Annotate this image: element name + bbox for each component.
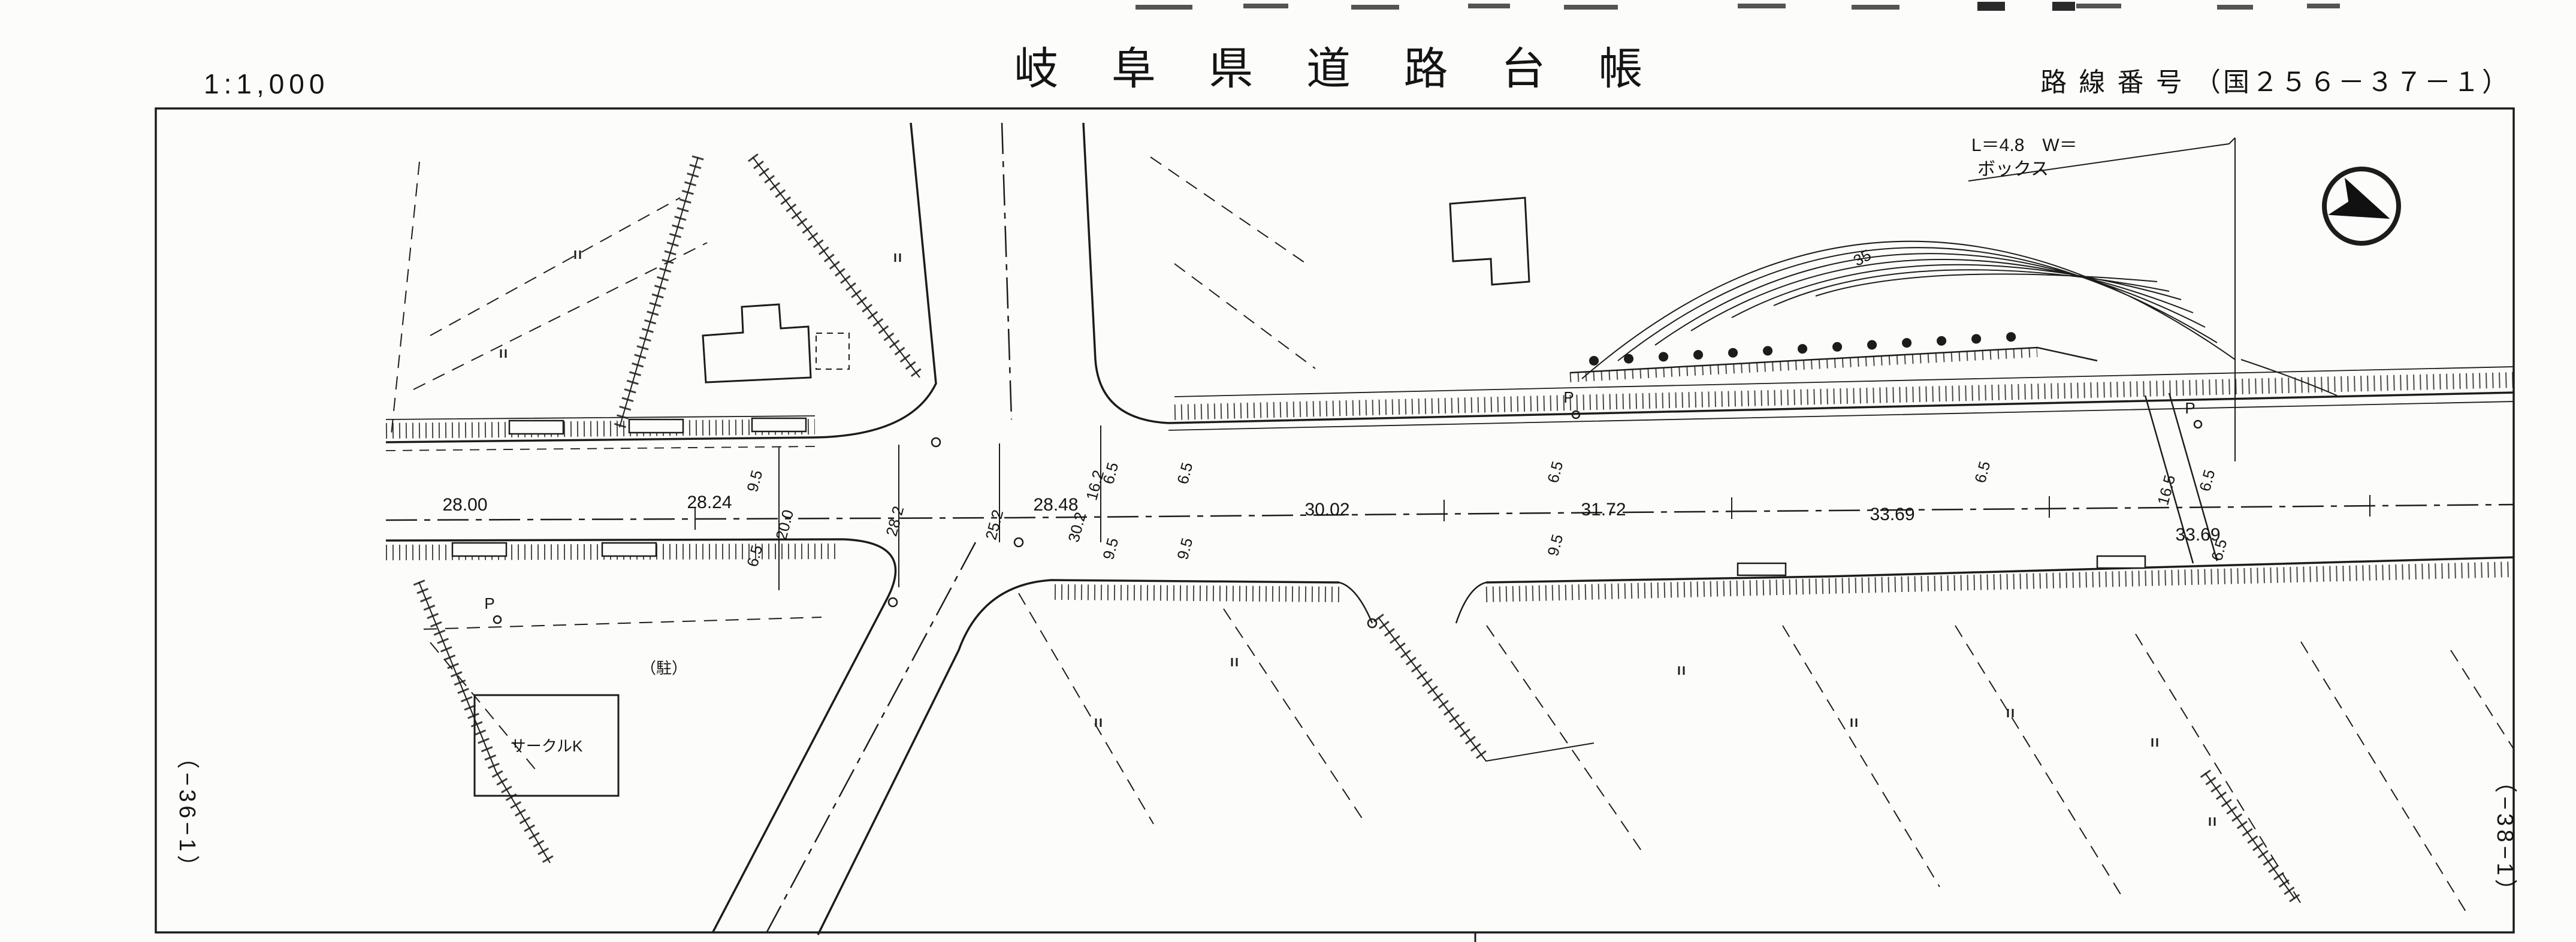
store-name-label: サークルK bbox=[511, 737, 583, 755]
station-ticks bbox=[694, 425, 2370, 590]
top-edge-fragment-lines bbox=[1136, 4, 2340, 10]
dim-label: 20.0 bbox=[772, 508, 797, 542]
store-building bbox=[473, 694, 620, 797]
road-centerlines bbox=[385, 122, 2514, 932]
shoulder-blocks bbox=[451, 417, 2146, 576]
dim-label: 6.5 bbox=[1099, 460, 1122, 486]
pole-label: P bbox=[2185, 399, 2195, 417]
dim-label: 28.2 bbox=[882, 504, 907, 538]
parking-label: （駐） bbox=[641, 659, 687, 677]
top-edge-fragment-blocks bbox=[1977, 2, 2075, 11]
box-culvert-lines bbox=[2144, 393, 2218, 564]
road-lower-edge bbox=[385, 538, 2514, 935]
dim-label: 6.5 bbox=[1971, 459, 1994, 485]
building-annex-dashed bbox=[816, 333, 850, 370]
dim-label: 31.72 bbox=[1581, 500, 1626, 520]
dim-label: 25.2 bbox=[982, 508, 1007, 542]
dim-label: 33.69 bbox=[2175, 525, 2220, 545]
node-circle bbox=[1013, 537, 1024, 548]
wall-band-hatch bbox=[413, 153, 2300, 902]
dim-label: 6.5 bbox=[1173, 460, 1196, 486]
dim-label: 9.5 bbox=[1099, 536, 1122, 561]
node-circle bbox=[931, 437, 941, 448]
pole-label: P bbox=[484, 594, 494, 612]
north-arrow-icon bbox=[2322, 167, 2401, 246]
dim-label: 9.5 bbox=[743, 468, 766, 494]
building-outline-1 bbox=[702, 303, 812, 384]
retaining-wall-hatch bbox=[1569, 348, 2038, 382]
dim-label: 9.5 bbox=[1173, 536, 1196, 561]
route-number-label: 路 線 番 号 （国２５６－３７－１） bbox=[2040, 68, 2511, 97]
dim-label: 28.00 bbox=[442, 495, 487, 515]
dim-label: 6.5 bbox=[743, 543, 766, 569]
culvert-type-label: ボックス bbox=[1977, 159, 2049, 179]
dim-label: 30.02 bbox=[1304, 500, 1349, 520]
culvert-dimension-label: L＝4.8 W＝ bbox=[1971, 135, 2077, 155]
pole-circle bbox=[493, 615, 502, 624]
driveway-edges bbox=[1339, 581, 1487, 624]
field-marks bbox=[500, 250, 2216, 826]
contour-elevation-label: 35 bbox=[1850, 246, 1874, 270]
wall-band-lines bbox=[418, 156, 2296, 899]
road-upper-gutter-lines bbox=[385, 366, 2514, 431]
pole-circle bbox=[2193, 419, 2203, 429]
lower-embankment-texture bbox=[385, 544, 2514, 602]
retaining-wall-line bbox=[1569, 346, 2098, 374]
dim-label: 28.24 bbox=[687, 493, 732, 512]
north-arrow-circle bbox=[2322, 167, 2401, 246]
road-upper-edge bbox=[385, 122, 2514, 443]
pole-circle bbox=[1571, 410, 1581, 419]
dim-label: 28.48 bbox=[1033, 495, 1078, 515]
dim-label: 9.5 bbox=[1544, 532, 1566, 558]
scale-label: 1:1,000 bbox=[204, 68, 329, 99]
node-circle bbox=[1367, 618, 1378, 629]
north-arrow-pointer bbox=[2328, 177, 2390, 219]
sheet-frame bbox=[155, 107, 2515, 934]
top-edge-artifact bbox=[1136, 2, 2340, 11]
dim-label: 30.2 bbox=[1064, 510, 1089, 544]
parcel-boundary-lines bbox=[390, 156, 2514, 912]
pole-label: P bbox=[1563, 388, 1574, 406]
contour-lines bbox=[1581, 240, 2338, 396]
utility-poles: P P P bbox=[484, 388, 2203, 624]
node-circle bbox=[887, 597, 898, 608]
dim-label: 6.5 bbox=[2196, 467, 2218, 493]
right-sheet-index: （−38−1） bbox=[2492, 770, 2517, 905]
dimension-labels: 28.00 28.24 9.5 6.5 20.0 28.2 25.2 28.48… bbox=[442, 459, 2230, 569]
building-outline-2 bbox=[1449, 197, 1530, 286]
page-title: 岐 阜 県 道 路 台 帳 bbox=[1014, 44, 1663, 93]
station-nodes bbox=[887, 437, 1378, 629]
dim-label: 33.69 bbox=[1870, 505, 1914, 524]
left-sheet-index: （−36−1） bbox=[174, 746, 200, 881]
road-upper-dashed-line bbox=[385, 446, 816, 451]
tree-row bbox=[1589, 332, 2018, 366]
dim-label: 6.5 bbox=[1544, 459, 1566, 485]
